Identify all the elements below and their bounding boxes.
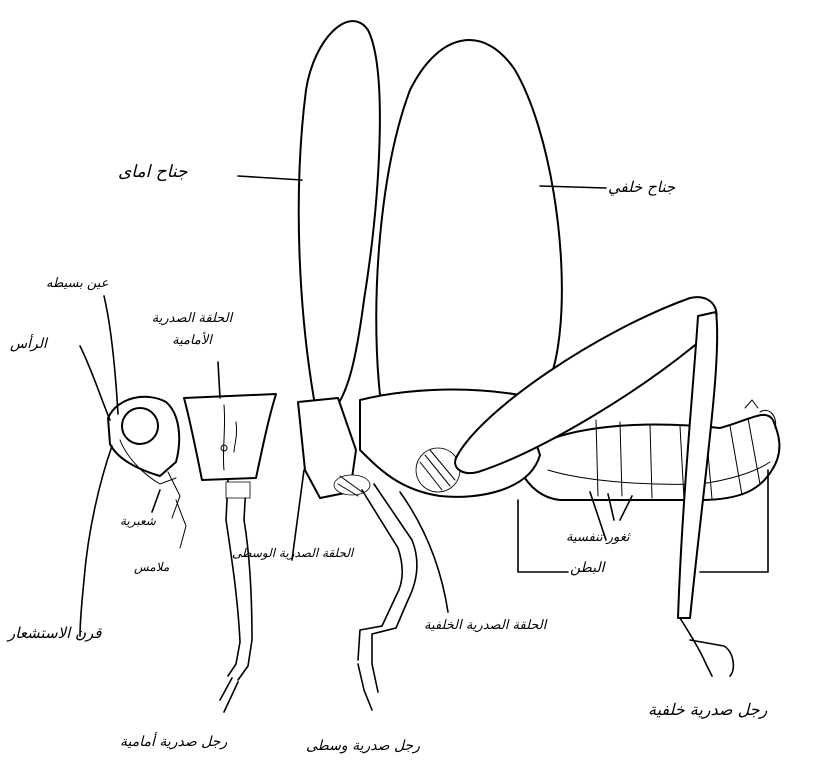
label-mandible: شعبرية [120,514,156,528]
label-metathorax: الحلقة الصدرية الخلفية [424,618,546,633]
leader-prothorax [218,362,220,398]
leader-mandible [152,490,160,512]
label-foreleg: رجل صدرية أمامية [120,734,227,750]
leader-metathorax [400,492,448,612]
forewing [299,21,380,412]
foreleg [220,480,252,712]
label-antenna: قرن الاستشعار [8,624,101,642]
label-forewing: جناح اماى [118,162,188,182]
label-head: الرأس [10,336,47,352]
midleg [358,484,417,710]
prothorax-segment [184,394,276,480]
label-spiracles: ثغور تنفسية [566,530,630,545]
label-midleg: رجل صدرية وسطى [306,738,420,754]
label-compound-eye: عين بسيطه [46,276,108,291]
leader-forewing [238,176,302,180]
label-hindleg: رجل صدرية خلفية [648,700,767,719]
hind-tarsus [680,618,733,676]
leader-head [80,346,110,420]
label-abdomen: البطن [570,560,605,576]
label-hindwing: جناح خلفي [608,178,675,196]
label-prothorax: الحلقة الصدرية الأمامية [138,308,246,352]
antenna-line [80,446,112,636]
label-mesothorax: الحلقة الصدرية الوسطى [232,546,353,560]
leader-eye [104,296,118,414]
hindwing [376,40,562,403]
label-palp: ملامس [134,560,169,574]
